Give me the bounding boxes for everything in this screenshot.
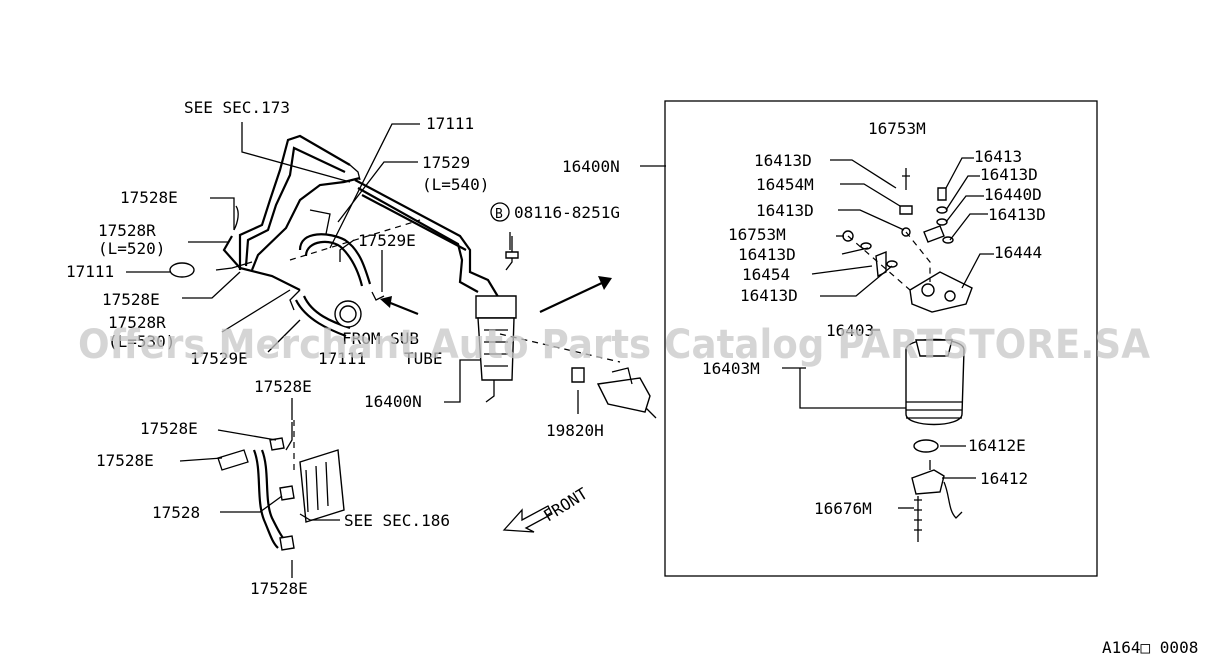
label-19820h: 19820H <box>546 421 604 440</box>
label-see-sec-173: SEE SEC.173 <box>184 98 290 117</box>
label-16400n-left: 16400N <box>364 392 422 411</box>
label-l540: (L=540) <box>422 175 489 194</box>
label-16413: 16413 <box>974 147 1022 166</box>
label-16413d-d: 16413D <box>988 205 1046 224</box>
label-17528e-c: 17528E <box>254 377 312 396</box>
label-from-sub: FROM SUB <box>342 329 419 348</box>
label-l520: (L=520) <box>98 239 165 258</box>
label-17528e-b: 17528E <box>102 290 160 309</box>
label-16753m-b: 16753M <box>728 225 786 244</box>
label-17529e-b: 17529E <box>190 349 248 368</box>
label-16412: 16412 <box>980 469 1028 488</box>
fuel-lines-assembly <box>169 134 501 338</box>
bracket-19820h <box>571 367 657 419</box>
label-16413d-e: 16413D <box>738 245 796 264</box>
label-16753m-a: 16753M <box>868 119 926 138</box>
fuel-filter-left <box>475 236 519 403</box>
label-16454m: 16454M <box>756 175 814 194</box>
label-16676m: 16676M <box>814 499 872 518</box>
label-16413d-c: 16413D <box>756 201 814 220</box>
label-16413d-f: 16413D <box>740 286 798 305</box>
label-17528r-a: 17528R <box>98 221 156 240</box>
label-17528e-d: 17528E <box>140 419 198 438</box>
bolt-mark-circle <box>490 202 510 222</box>
watermark-text: Offers Merchant Auto Parts Catalog PARTS… <box>78 322 1150 368</box>
label-17111-left: 17111 <box>66 262 114 281</box>
label-bolt-code: 08116-8251G <box>514 203 620 222</box>
label-see-sec-186: SEE SEC.186 <box>344 511 450 530</box>
lower-hose-assembly <box>217 420 345 551</box>
label-l530: (L=530) <box>108 332 175 351</box>
label-16454: 16454 <box>742 265 790 284</box>
label-17528e-a: 17528E <box>120 188 178 207</box>
label-17528e-f: 17528E <box>250 579 308 598</box>
label-17529: 17529 <box>422 153 470 172</box>
label-16403: 16403 <box>826 321 874 340</box>
label-17528r-b: 17528R <box>108 313 166 332</box>
label-16440d: 16440D <box>984 185 1042 204</box>
inset-frame <box>664 100 1098 577</box>
label-bolt-mark: B <box>495 207 503 222</box>
front-arrow <box>502 505 553 533</box>
leader-lines <box>126 122 994 578</box>
label-16413d-a: 16413D <box>754 151 812 170</box>
direction-arrows <box>289 219 621 363</box>
label-tube: TUBE <box>404 349 443 368</box>
label-17528: 17528 <box>152 503 200 522</box>
label-17529e-a: 17529E <box>358 231 416 250</box>
label-17111-top: 17111 <box>426 114 474 133</box>
inset-filter-assembly <box>799 175 973 542</box>
label-16413d-b: 16413D <box>980 165 1038 184</box>
label-ref-code: A164□ 0008 <box>1102 638 1198 657</box>
label-front: FRONT <box>540 484 591 526</box>
label-16444: 16444 <box>994 243 1042 262</box>
label-16400n-box: 16400N <box>562 157 620 176</box>
label-16412e: 16412E <box>968 436 1026 455</box>
label-16403m: 16403M <box>702 359 760 378</box>
label-17111-bottom: 17111 <box>318 349 366 368</box>
part-labels: SEE SEC.173 17111 17529 (L=540) 17528E 1… <box>66 98 1198 657</box>
label-17528e-e: 17528E <box>96 451 154 470</box>
